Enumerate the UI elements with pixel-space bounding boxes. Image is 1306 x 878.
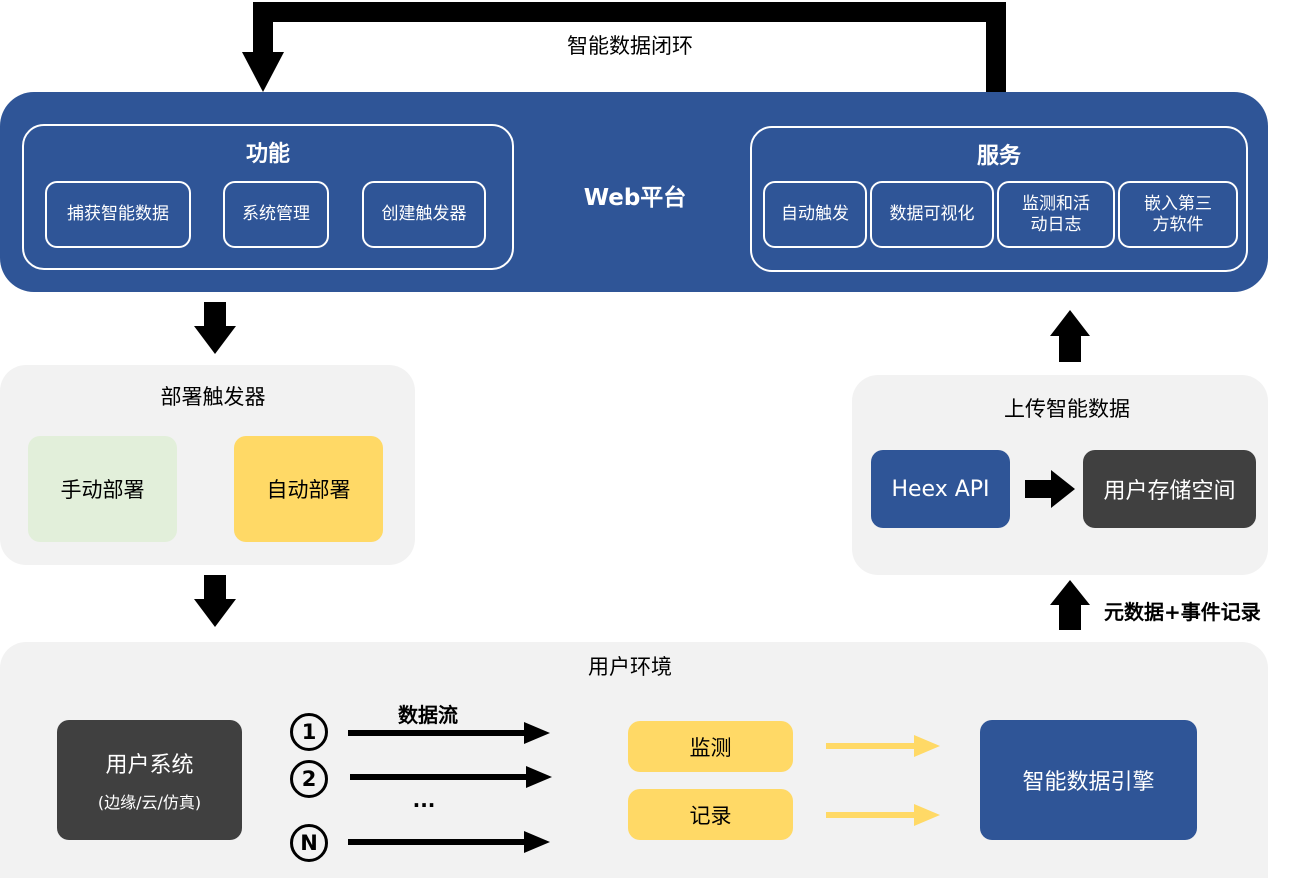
- stream-arrows: [348, 722, 552, 853]
- arrow-environment-to-upload: [1050, 580, 1090, 630]
- user-system-box[interactable]: 用户系统 (边缘/云/仿真): [57, 720, 242, 840]
- service-embed-third-party[interactable]: 嵌入第三 方软件: [1118, 181, 1238, 248]
- stream-ellipsis: ...: [412, 788, 436, 812]
- features-title: 功能: [245, 142, 290, 167]
- user-storage-box[interactable]: 用户存储空间: [1083, 450, 1256, 528]
- monitor-flow-arrowhead: [914, 735, 940, 757]
- services-title: 服务: [976, 144, 1021, 169]
- user-system-name: 用户系统: [105, 753, 194, 778]
- record-flow-arrowhead: [914, 804, 940, 826]
- stream-n-arrowhead: [524, 831, 550, 853]
- service-data-visualization[interactable]: 数据可视化: [870, 181, 994, 248]
- stream-1-marker: 1: [290, 713, 328, 751]
- auto-deploy-box[interactable]: 自动部署: [234, 436, 383, 542]
- user-environment-title: 用户环境: [588, 655, 672, 679]
- stream-2-marker: 2: [290, 760, 328, 798]
- arrow-deploy-to-environment: [194, 575, 236, 627]
- data-flow-label: 数据流: [398, 703, 458, 727]
- service-monitoring-logs[interactable]: 监测和活 动日志: [997, 181, 1115, 248]
- web-platform-label: Web平台: [583, 185, 687, 211]
- record-box[interactable]: 记录: [628, 789, 793, 840]
- arrow-upload-to-platform: [1050, 310, 1090, 362]
- stream-n-marker: N: [290, 824, 328, 862]
- feature-capture-data[interactable]: 捕获智能数据: [45, 181, 191, 248]
- monitor-box[interactable]: 监测: [628, 721, 793, 772]
- loop-label: 智能数据闭环: [567, 34, 693, 58]
- service-auto-trigger[interactable]: 自动触发: [763, 181, 867, 248]
- upload-title: 上传智能数据: [1004, 397, 1130, 421]
- feature-system-management[interactable]: 系统管理: [223, 181, 329, 248]
- loop-arrow: [242, 2, 1006, 94]
- arrow-api-to-storage: [1025, 470, 1075, 508]
- arrow-platform-to-deploy: [194, 302, 236, 354]
- heex-api-box[interactable]: Heex API: [871, 450, 1010, 528]
- metadata-label: 元数据+事件记录: [1104, 600, 1261, 624]
- deploy-trigger-title: 部署触发器: [160, 385, 266, 409]
- yellow-flow-arrows: [826, 735, 940, 826]
- manual-deploy-box[interactable]: 手动部署: [28, 436, 177, 542]
- stream-2-arrowhead: [526, 766, 552, 788]
- feature-create-trigger[interactable]: 创建触发器: [362, 181, 486, 248]
- features-group: [22, 124, 514, 270]
- stream-1-arrowhead: [524, 722, 550, 744]
- services-group: [750, 126, 1248, 272]
- smart-data-engine-box[interactable]: 智能数据引擎: [980, 720, 1197, 840]
- user-system-sub: (边缘/云/仿真): [97, 793, 202, 812]
